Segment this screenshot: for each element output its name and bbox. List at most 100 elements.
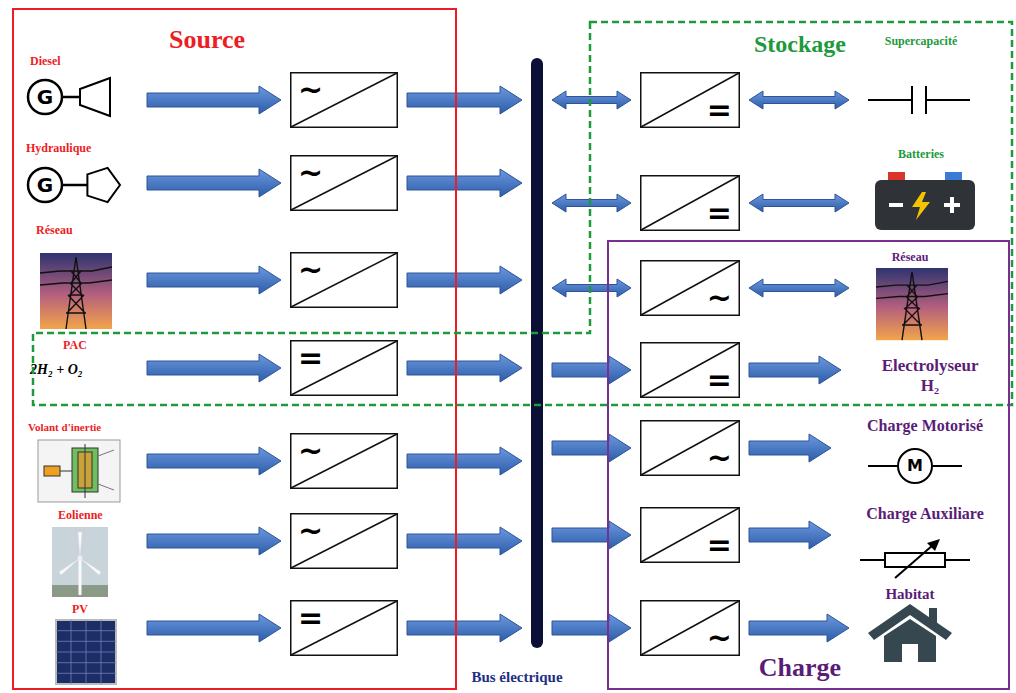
grid-pylon-photo (40, 257, 112, 329)
power-flow-arrow (147, 614, 281, 642)
power-flow-arrow (147, 527, 281, 555)
component: HydrauliqueG (20, 140, 138, 208)
diesel-generator-symbol (28, 78, 110, 116)
converter-diagonal (291, 156, 397, 210)
battery-icon (912, 192, 930, 220)
house-icon (884, 619, 936, 662)
flywheel-schematic (38, 440, 120, 502)
region-heading: Stockage (754, 31, 846, 59)
resistor-symbol (895, 545, 933, 578)
wind-turbine-photo (52, 527, 108, 597)
region-frame (33, 22, 1012, 405)
converter-diagonal (291, 514, 397, 568)
pv-panel-photo (56, 620, 116, 684)
bus-bar (531, 58, 543, 648)
region-band: SourceDieselG~HydrauliqueG~Réseau~PAC2H₂… (12, 8, 457, 690)
region-heading: Source (169, 25, 245, 55)
resistor-symbol (945, 559, 970, 561)
converter-diagonal (641, 176, 739, 230)
pv-panel-photo (56, 620, 116, 684)
battery-icon (875, 172, 975, 230)
converter-box: ~ (290, 72, 398, 128)
component-detail: G (37, 86, 53, 109)
grid-pylon-photo (876, 268, 948, 340)
power-flow-arrow (147, 266, 281, 294)
region-band: Charge~Réseau=Electrolyseur H₂~Charge Mo… (607, 240, 1010, 690)
converter-frame (291, 434, 398, 489)
component-detail: M (907, 457, 923, 475)
converter-box: = (640, 175, 740, 231)
converter-diagonal (641, 601, 739, 655)
converter-box: = (290, 600, 398, 656)
converter-diagonal (641, 73, 739, 127)
converter-frame (291, 601, 398, 656)
region-band: Stockage = Supercapacité = Batteries (33, 22, 1012, 405)
power-flow-arrow (407, 527, 522, 555)
converter-symbol: = (298, 343, 323, 373)
electric-bus: Bus électrique (531, 58, 543, 648)
capacitor-symbol (926, 99, 970, 101)
component-label: Charge Auxiliare (866, 505, 983, 523)
component: Supercapacité (858, 30, 1005, 125)
converter-symbol: ~ (298, 436, 323, 466)
component-label: PAC (63, 339, 87, 353)
converter-symbol: = (707, 365, 732, 395)
grid-pylon-photo (40, 253, 112, 329)
region-frame (13, 9, 456, 689)
power-flow-arrow (407, 354, 522, 382)
component: Volant d'inertie (20, 418, 138, 506)
battery-icon (950, 197, 954, 213)
power-flow-arrow (407, 614, 522, 642)
power-flow-arrow (147, 354, 281, 382)
converter-symbol: ~ (707, 443, 732, 473)
diesel-generator-symbol (80, 78, 110, 116)
converter-box: ~ (640, 600, 740, 656)
wind-turbine-photo (59, 532, 101, 575)
component: Eolienne (20, 508, 138, 600)
converter-frame (641, 421, 740, 476)
hydro-generator-symbol (28, 168, 62, 202)
power-flow-arrow (749, 521, 831, 549)
converter-symbol: ~ (707, 283, 732, 313)
component-label: Supercapacité (885, 35, 957, 49)
component: Charge MotoriséM (840, 410, 1010, 490)
converter-box: ~ (640, 260, 740, 316)
resistor-symbol (860, 559, 885, 561)
power-flow-arrow (749, 434, 831, 462)
bus-bar (531, 58, 543, 648)
component-label: Batteries (898, 148, 944, 162)
converter-box: = (640, 342, 740, 398)
converter-symbol: = (707, 95, 732, 125)
power-flow-arrow (749, 356, 841, 384)
motor-symbol (868, 465, 898, 467)
converter-symbol: ~ (298, 255, 323, 285)
converter-frame (291, 73, 398, 128)
converter-symbol: ~ (298, 75, 323, 105)
converter-box: ~ (290, 252, 398, 308)
battery-icon (889, 203, 903, 207)
grid-pylon-photo (40, 253, 112, 329)
component: PAC2H₂ + O₂ (20, 338, 138, 390)
component: Réseau (20, 222, 138, 332)
resistor-symbol (860, 539, 970, 578)
converter-symbol: = (707, 530, 732, 560)
component-label: Electrolyseur H₂ (882, 356, 979, 395)
component-label: Hydraulique (26, 142, 91, 156)
grid-pylon-photo (876, 272, 948, 340)
region-frame (608, 241, 1009, 689)
diesel-generator-symbol (62, 96, 80, 99)
converter-symbol: = (298, 603, 323, 633)
house-icon (868, 604, 952, 662)
converter-symbol: ~ (298, 516, 323, 546)
component: Habitat (858, 585, 1005, 665)
converter-frame (291, 156, 398, 211)
converter-diagonal (641, 343, 739, 397)
component-label: Réseau (892, 251, 929, 265)
power-flow-arrow (147, 169, 281, 197)
converter-symbol: ~ (298, 158, 323, 188)
converter-diagonal (291, 73, 397, 127)
power-flow-arrow (552, 91, 631, 109)
converter-frame (641, 176, 740, 231)
converter-frame (291, 341, 398, 396)
